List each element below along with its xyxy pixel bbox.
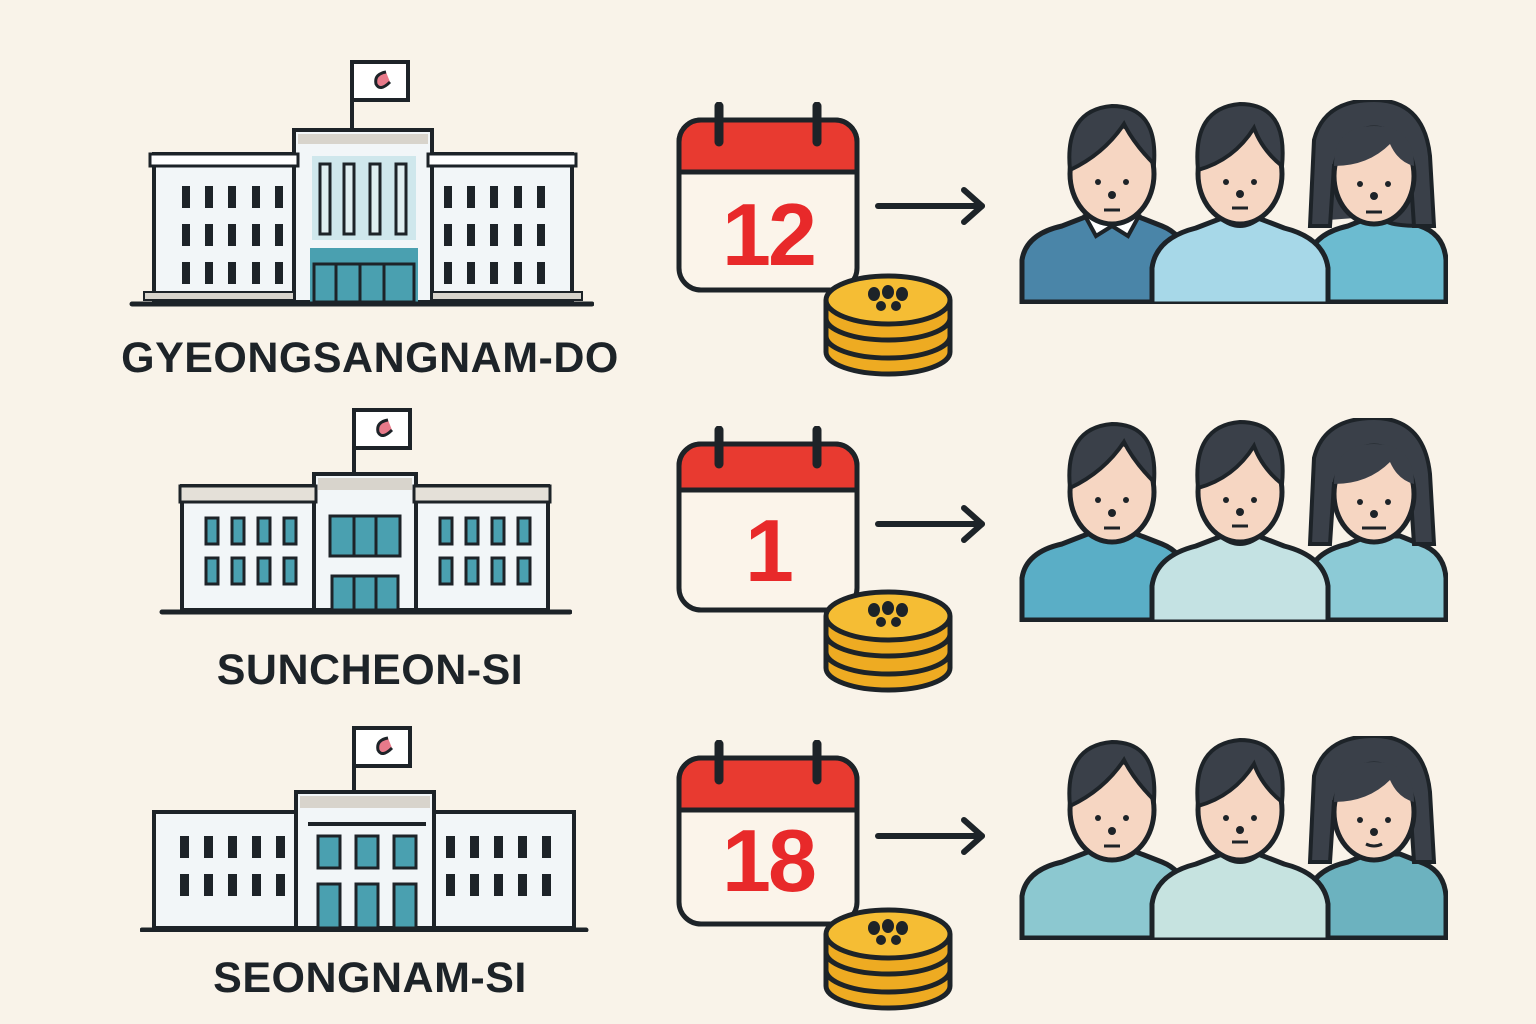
coin-stack-icon [823, 907, 953, 1011]
coin-stack-icon [823, 589, 953, 693]
arrow-right-icon [875, 505, 985, 543]
calendar-day-number: 12 [722, 185, 817, 284]
arrow-right-icon [875, 817, 985, 855]
region-label: GYEONGSANGNAM-DO [121, 334, 619, 382]
calendar-icon: 1 [676, 425, 860, 613]
people-group-icon [1019, 418, 1448, 622]
arrow-right-icon [875, 187, 985, 225]
calendar-day-number: 1 [745, 501, 794, 600]
people-group-icon [1019, 736, 1448, 940]
calendar-icon: 18 [676, 739, 860, 927]
region-label: SEONGNAM-SI [213, 954, 527, 1002]
government-building-icon [129, 60, 594, 307]
government-building-icon [159, 408, 572, 615]
region-row-gyeongsangnam-do: GYEONGSANGNAM-DO 12 [0, 0, 1536, 390]
government-building-icon [140, 726, 589, 932]
calendar-icon: 12 [676, 101, 860, 293]
people-group-icon [1019, 100, 1448, 304]
coin-stack-icon [823, 273, 953, 377]
region-label: SUNCHEON-SI [216, 646, 524, 694]
calendar-day-number: 18 [722, 811, 817, 910]
